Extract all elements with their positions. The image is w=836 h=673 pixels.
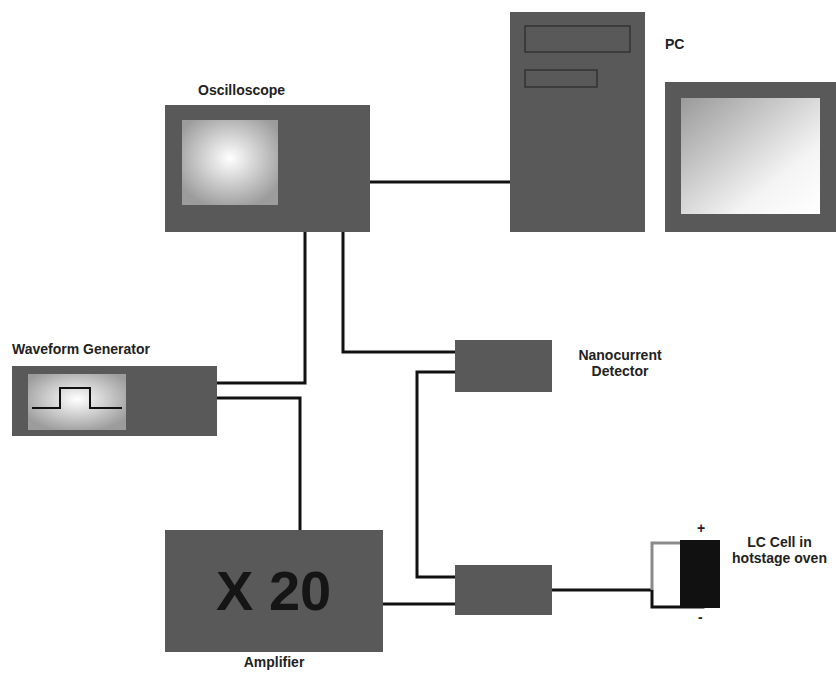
device-box: LC Cell in hotstage oven — [680, 540, 720, 608]
device-label: PC — [665, 36, 705, 52]
polarity-sign: - — [698, 609, 703, 625]
device-label: LC Cell in hotstage oven — [723, 534, 836, 566]
device-box: Oscilloscope — [165, 105, 370, 232]
wire — [383, 603, 455, 606]
device-label: Amplifier — [165, 654, 383, 670]
device-detail — [510, 12, 645, 236]
cable — [370, 181, 510, 184]
device-box: Waveform Generator — [12, 366, 217, 436]
device-label: X 20 — [216, 559, 331, 623]
device-box: X 20Amplifier — [165, 530, 383, 652]
device-label: Oscilloscope — [198, 82, 338, 98]
junction-box — [455, 565, 552, 615]
wire — [417, 372, 455, 577]
cable — [343, 232, 455, 352]
device-label: Nanocurrent Detector — [560, 347, 680, 379]
pc-monitor — [665, 82, 836, 232]
polarity-sign: + — [697, 520, 705, 536]
monitor-screen — [681, 98, 820, 214]
device-detail — [12, 366, 217, 440]
device-box: Nanocurrent Detector — [455, 340, 552, 392]
cable — [217, 398, 300, 530]
device-box: PC — [510, 12, 645, 232]
cable — [217, 232, 305, 383]
wire — [552, 589, 652, 592]
device-detail — [165, 105, 370, 236]
device-label: Waveform Generator — [12, 341, 212, 357]
